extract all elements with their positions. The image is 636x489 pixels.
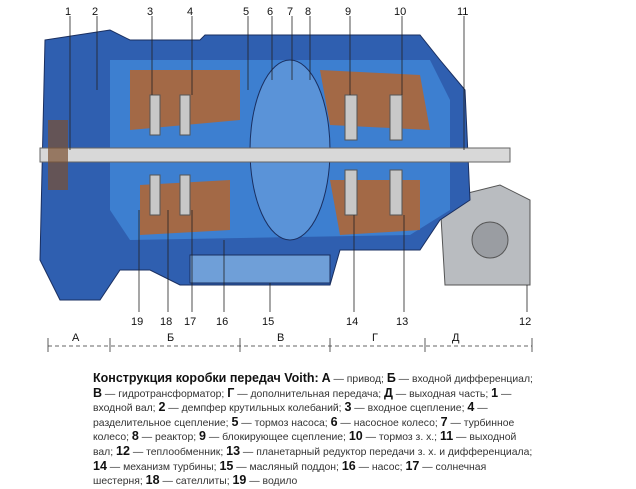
caption-description: — механизм турбины; — [106, 461, 220, 473]
section-label-a: А — [72, 332, 80, 344]
caption-description: — разделительное сцепление; — [93, 403, 488, 429]
caption-key: А — [321, 371, 331, 385]
caption-key: 18 — [145, 473, 160, 488]
caption-description: — насосное колесо; — [337, 417, 441, 429]
caption-description: — демпфер крутильных колебаний; — [165, 403, 345, 415]
caption-description: — выходная часть; — [392, 388, 492, 400]
section-labels: А Б В Г Д — [72, 332, 460, 344]
caption-key: 7 — [440, 414, 448, 429]
part-label: 2 — [92, 6, 98, 18]
caption-description: — дополнительная передача; — [234, 388, 384, 400]
main-shaft — [39, 147, 511, 163]
caption-key: Д — [384, 385, 393, 400]
caption-key: 13 — [226, 443, 241, 458]
section-label-d: Д — [452, 332, 460, 344]
caption-description: — входной дифференциал; — [395, 374, 533, 385]
caption-description: — турбинное колесо; — [93, 417, 515, 444]
caption-key: 6 — [330, 414, 338, 429]
caption-key: 4 — [467, 400, 475, 415]
section-label-b: Б — [167, 332, 174, 344]
part-label: 6 — [267, 6, 273, 18]
caption-key: 12 — [116, 443, 130, 458]
caption-key: 16 — [341, 458, 356, 473]
caption-key: 11 — [439, 429, 454, 444]
caption-description: — привод; — [330, 374, 387, 385]
caption-key: 19 — [232, 473, 247, 488]
part-label: 13 — [396, 316, 408, 328]
caption-title: Конструкция коробки передач Voith: — [93, 371, 319, 385]
section-label-v: В — [277, 332, 284, 344]
caption-description: — масляный поддон; — [233, 461, 342, 473]
caption-key: 3 — [344, 400, 352, 415]
caption-description: — гидротрансформатор; — [102, 388, 228, 400]
part-label: 17 — [184, 316, 196, 328]
top-part-labels: 1 2 3 4 5 6 7 8 9 10 11 — [65, 6, 468, 18]
gearbox-cutaway-diagram: 1 2 3 4 5 6 7 8 9 10 11 19 18 17 16 15 1… — [39, 6, 533, 352]
leader-lines — [69, 16, 528, 312]
bottom-part-labels: 19 18 17 16 15 14 13 12 — [131, 316, 531, 328]
caption-description: — входное сцепление; — [351, 403, 468, 415]
part-label: 9 — [345, 6, 351, 18]
caption-key: В — [93, 385, 103, 400]
figure-caption: Конструкция коробки передач Voith: А — п… — [93, 371, 533, 489]
part-label: 10 — [394, 6, 406, 18]
caption-key: 1 — [491, 385, 499, 400]
part-label: 1 — [65, 6, 71, 18]
part-label: 7 — [287, 6, 293, 18]
part-label: 3 — [147, 6, 153, 18]
caption-key: 9 — [199, 429, 206, 444]
caption-key: 14 — [93, 458, 107, 473]
caption-key: 8 — [131, 429, 139, 444]
caption-description: — планетарный редуктор передачи з. х. и … — [240, 446, 533, 458]
caption-description: — входной вал; — [93, 388, 512, 415]
part-label: 12 — [519, 316, 531, 328]
caption-key: 2 — [158, 400, 166, 415]
caption-key: 10 — [348, 429, 363, 444]
caption-description: — теплообменник; — [129, 446, 227, 458]
part-label: 19 — [131, 316, 143, 328]
caption-description: — тормоз з. х.; — [362, 432, 440, 444]
part-label: 15 — [262, 316, 274, 328]
part-label: 14 — [346, 316, 358, 328]
caption-key: Г — [227, 385, 235, 400]
caption-description: — реактор; — [138, 432, 200, 444]
caption-key: Б — [386, 371, 396, 385]
caption-description: — блокирующее сцепление; — [205, 432, 349, 444]
caption-description: — водило — [246, 476, 298, 488]
caption-description: — сателлиты; — [159, 476, 233, 488]
caption-key: 5 — [231, 414, 239, 429]
section-dimension-line — [47, 338, 533, 352]
part-label: 16 — [216, 316, 228, 328]
part-label: 11 — [457, 6, 468, 18]
section-label-g: Г — [372, 332, 378, 344]
caption-key: 15 — [219, 458, 234, 473]
part-label: 8 — [305, 6, 311, 18]
gearbox-drawing — [39, 29, 531, 301]
caption-description: — выходной вал; — [93, 432, 517, 458]
part-label: 4 — [187, 6, 193, 18]
part-label: 18 — [160, 316, 172, 328]
caption-key: 17 — [405, 458, 420, 473]
part-label: 5 — [243, 6, 249, 18]
oil-pan — [189, 254, 331, 284]
caption-description: — насос; — [355, 461, 406, 473]
caption-description: — тормоз насоса; — [238, 417, 331, 429]
